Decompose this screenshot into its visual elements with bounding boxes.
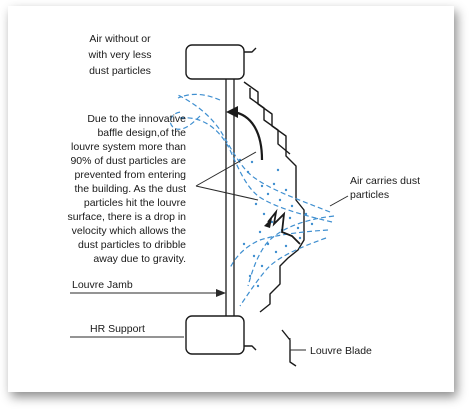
pointer-desc-upper bbox=[195, 151, 257, 187]
desc-line: velocity which allows the bbox=[72, 225, 187, 237]
pointer-air-carries bbox=[329, 195, 349, 207]
pointer-desc-lower bbox=[195, 185, 259, 201]
dust-particles bbox=[238, 158, 314, 288]
louvre-blade-profile bbox=[243, 81, 305, 313]
louvre-blade-tail bbox=[281, 329, 297, 367]
top-hook bbox=[244, 47, 257, 53]
desc-line: particles hit the louvre bbox=[84, 197, 186, 209]
pointer-jamb-head bbox=[216, 289, 226, 297]
diagram-frame bbox=[8, 6, 454, 392]
impact-arrow-head bbox=[264, 218, 272, 228]
desc-line: surface, there is a drop in bbox=[68, 211, 187, 223]
deflection-arrow bbox=[233, 110, 264, 161]
desc-line: dust particles to dribble bbox=[78, 239, 186, 251]
label-louvre-jamb: Louvre Jamb bbox=[72, 279, 133, 291]
bottom-hook bbox=[244, 345, 257, 351]
bottom-support-block bbox=[185, 315, 245, 355]
impact-zigzag bbox=[267, 208, 301, 245]
description-block: Due to the innovative baffle design,of t… bbox=[68, 113, 187, 265]
top-support-block bbox=[185, 44, 245, 80]
label-air-carries-line2: particles bbox=[350, 189, 389, 201]
desc-line: the building. As the dust bbox=[75, 183, 187, 195]
label-louvre-blade: Louvre Blade bbox=[310, 345, 372, 357]
desc-line: away due to gravity. bbox=[93, 253, 186, 265]
label-air-carries-line1: Air carries dust bbox=[350, 175, 420, 187]
label-top-line3: dust particles bbox=[89, 65, 151, 77]
pointer-louvre-blade bbox=[289, 338, 306, 351]
desc-line: baffle design,of the bbox=[97, 127, 186, 139]
label-top-line2: with very less bbox=[87, 49, 151, 61]
label-hr-support: HR Support bbox=[90, 323, 145, 335]
label-top-line1: Air without or bbox=[89, 33, 151, 45]
desc-line: prevented from entering bbox=[75, 169, 187, 181]
dust-flow-lines bbox=[169, 93, 335, 307]
louvre-blade-profile-inner bbox=[249, 88, 291, 155]
desc-line: louvre system more than bbox=[71, 141, 186, 153]
deflection-arrow-head bbox=[226, 106, 238, 118]
desc-line: Due to the innovative bbox=[87, 113, 186, 125]
desc-line: 90% of dust particles are bbox=[70, 155, 186, 167]
